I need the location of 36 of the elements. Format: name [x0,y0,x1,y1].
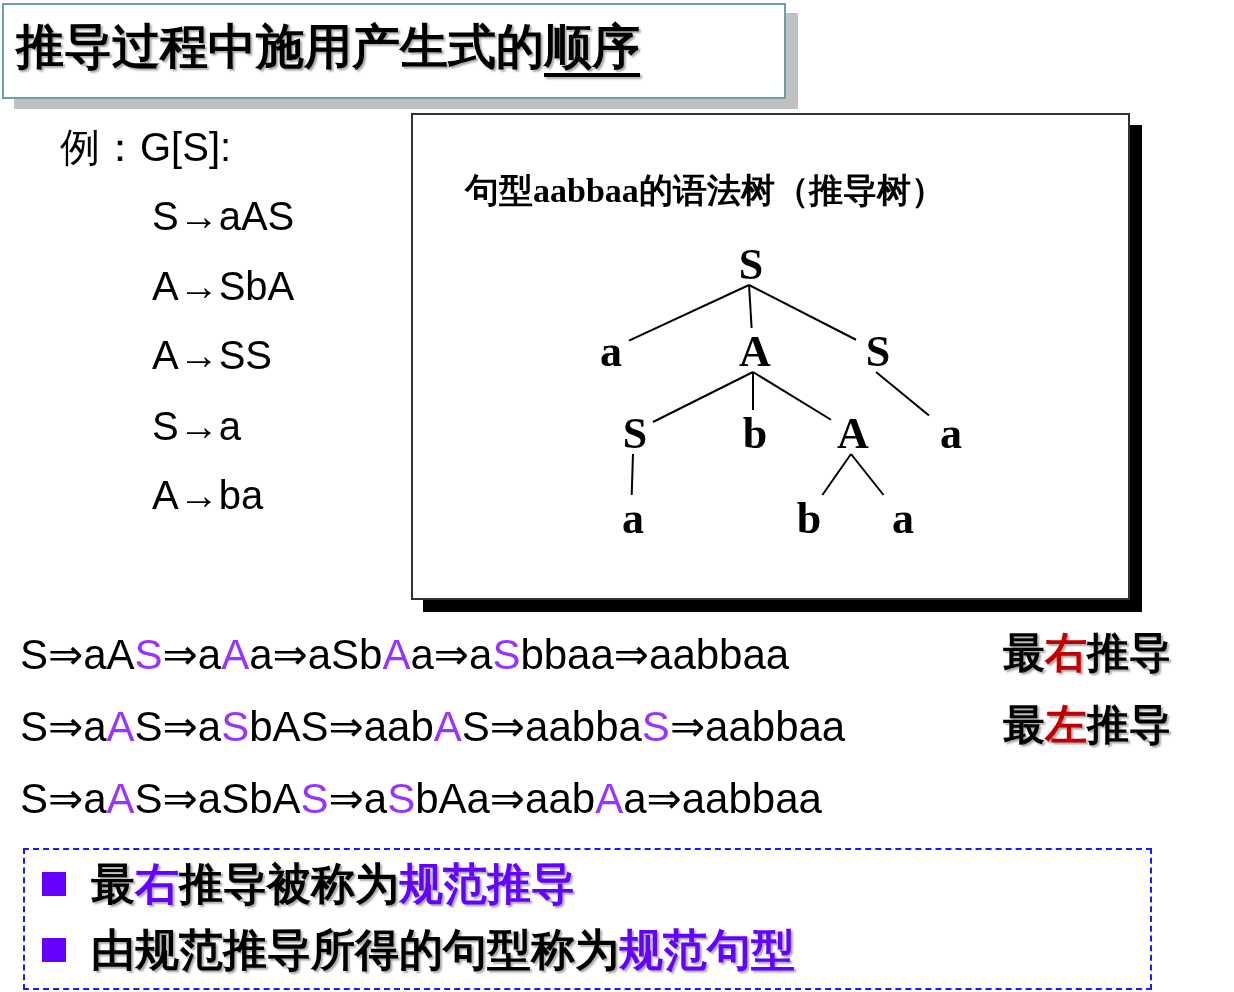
production-rule: A→ba [152,472,264,518]
derivation-sequence: S⇒aAS⇒aSbAS⇒aabAS⇒aabbaS⇒aabbaa [20,703,846,751]
tree-symbol: a [591,330,631,374]
derivation-sequence: S⇒aAS⇒aAa⇒aSbAa⇒aSbbaa⇒aabbaa [20,631,790,679]
tree-symbol: A [735,330,775,374]
tree-symbol: a [883,497,923,541]
tree-symbol: a [931,412,971,456]
tree-branch [630,453,634,496]
tree-symbol: a [613,497,653,541]
production-rule: S→aAS [152,193,295,239]
production-rule: S→a [152,403,241,449]
tree-branch [821,453,852,496]
tree-symbol: A [833,412,873,456]
tree-branch [752,371,832,421]
tree-branch [850,453,885,496]
bullet-text: 最右推导被称为规范推导 [91,858,575,910]
tree-symbol: S [858,330,898,374]
production-rule: A→SS [152,332,273,378]
tree-symbol: b [735,412,775,456]
tree-branch [748,284,857,341]
panel-heading: 句型aabbaa的语法树（推导树） [465,171,945,211]
tree-branch [652,371,754,423]
tree-branch [752,371,754,411]
derivation-type-label: 最左推导 [1003,701,1171,749]
derivation-type-label: 最右推导 [1003,629,1171,677]
tree-branch [748,284,753,329]
bullet-text: 由规范推导所得的句型称为规范句型 [91,924,795,976]
production-rule: A→SbA [152,263,295,309]
derivation-sequence: S⇒aAS⇒aSbAS⇒aSbAa⇒aabAa⇒aabbaa [20,775,822,823]
tree-symbol: S [731,243,771,287]
grammar-heading: 例：G[S]: [60,124,232,170]
tree-symbol: S [615,412,655,456]
tree-symbol: b [789,497,829,541]
note-box [23,848,1152,990]
tree-branch [628,284,750,342]
tree-branch [875,371,930,417]
